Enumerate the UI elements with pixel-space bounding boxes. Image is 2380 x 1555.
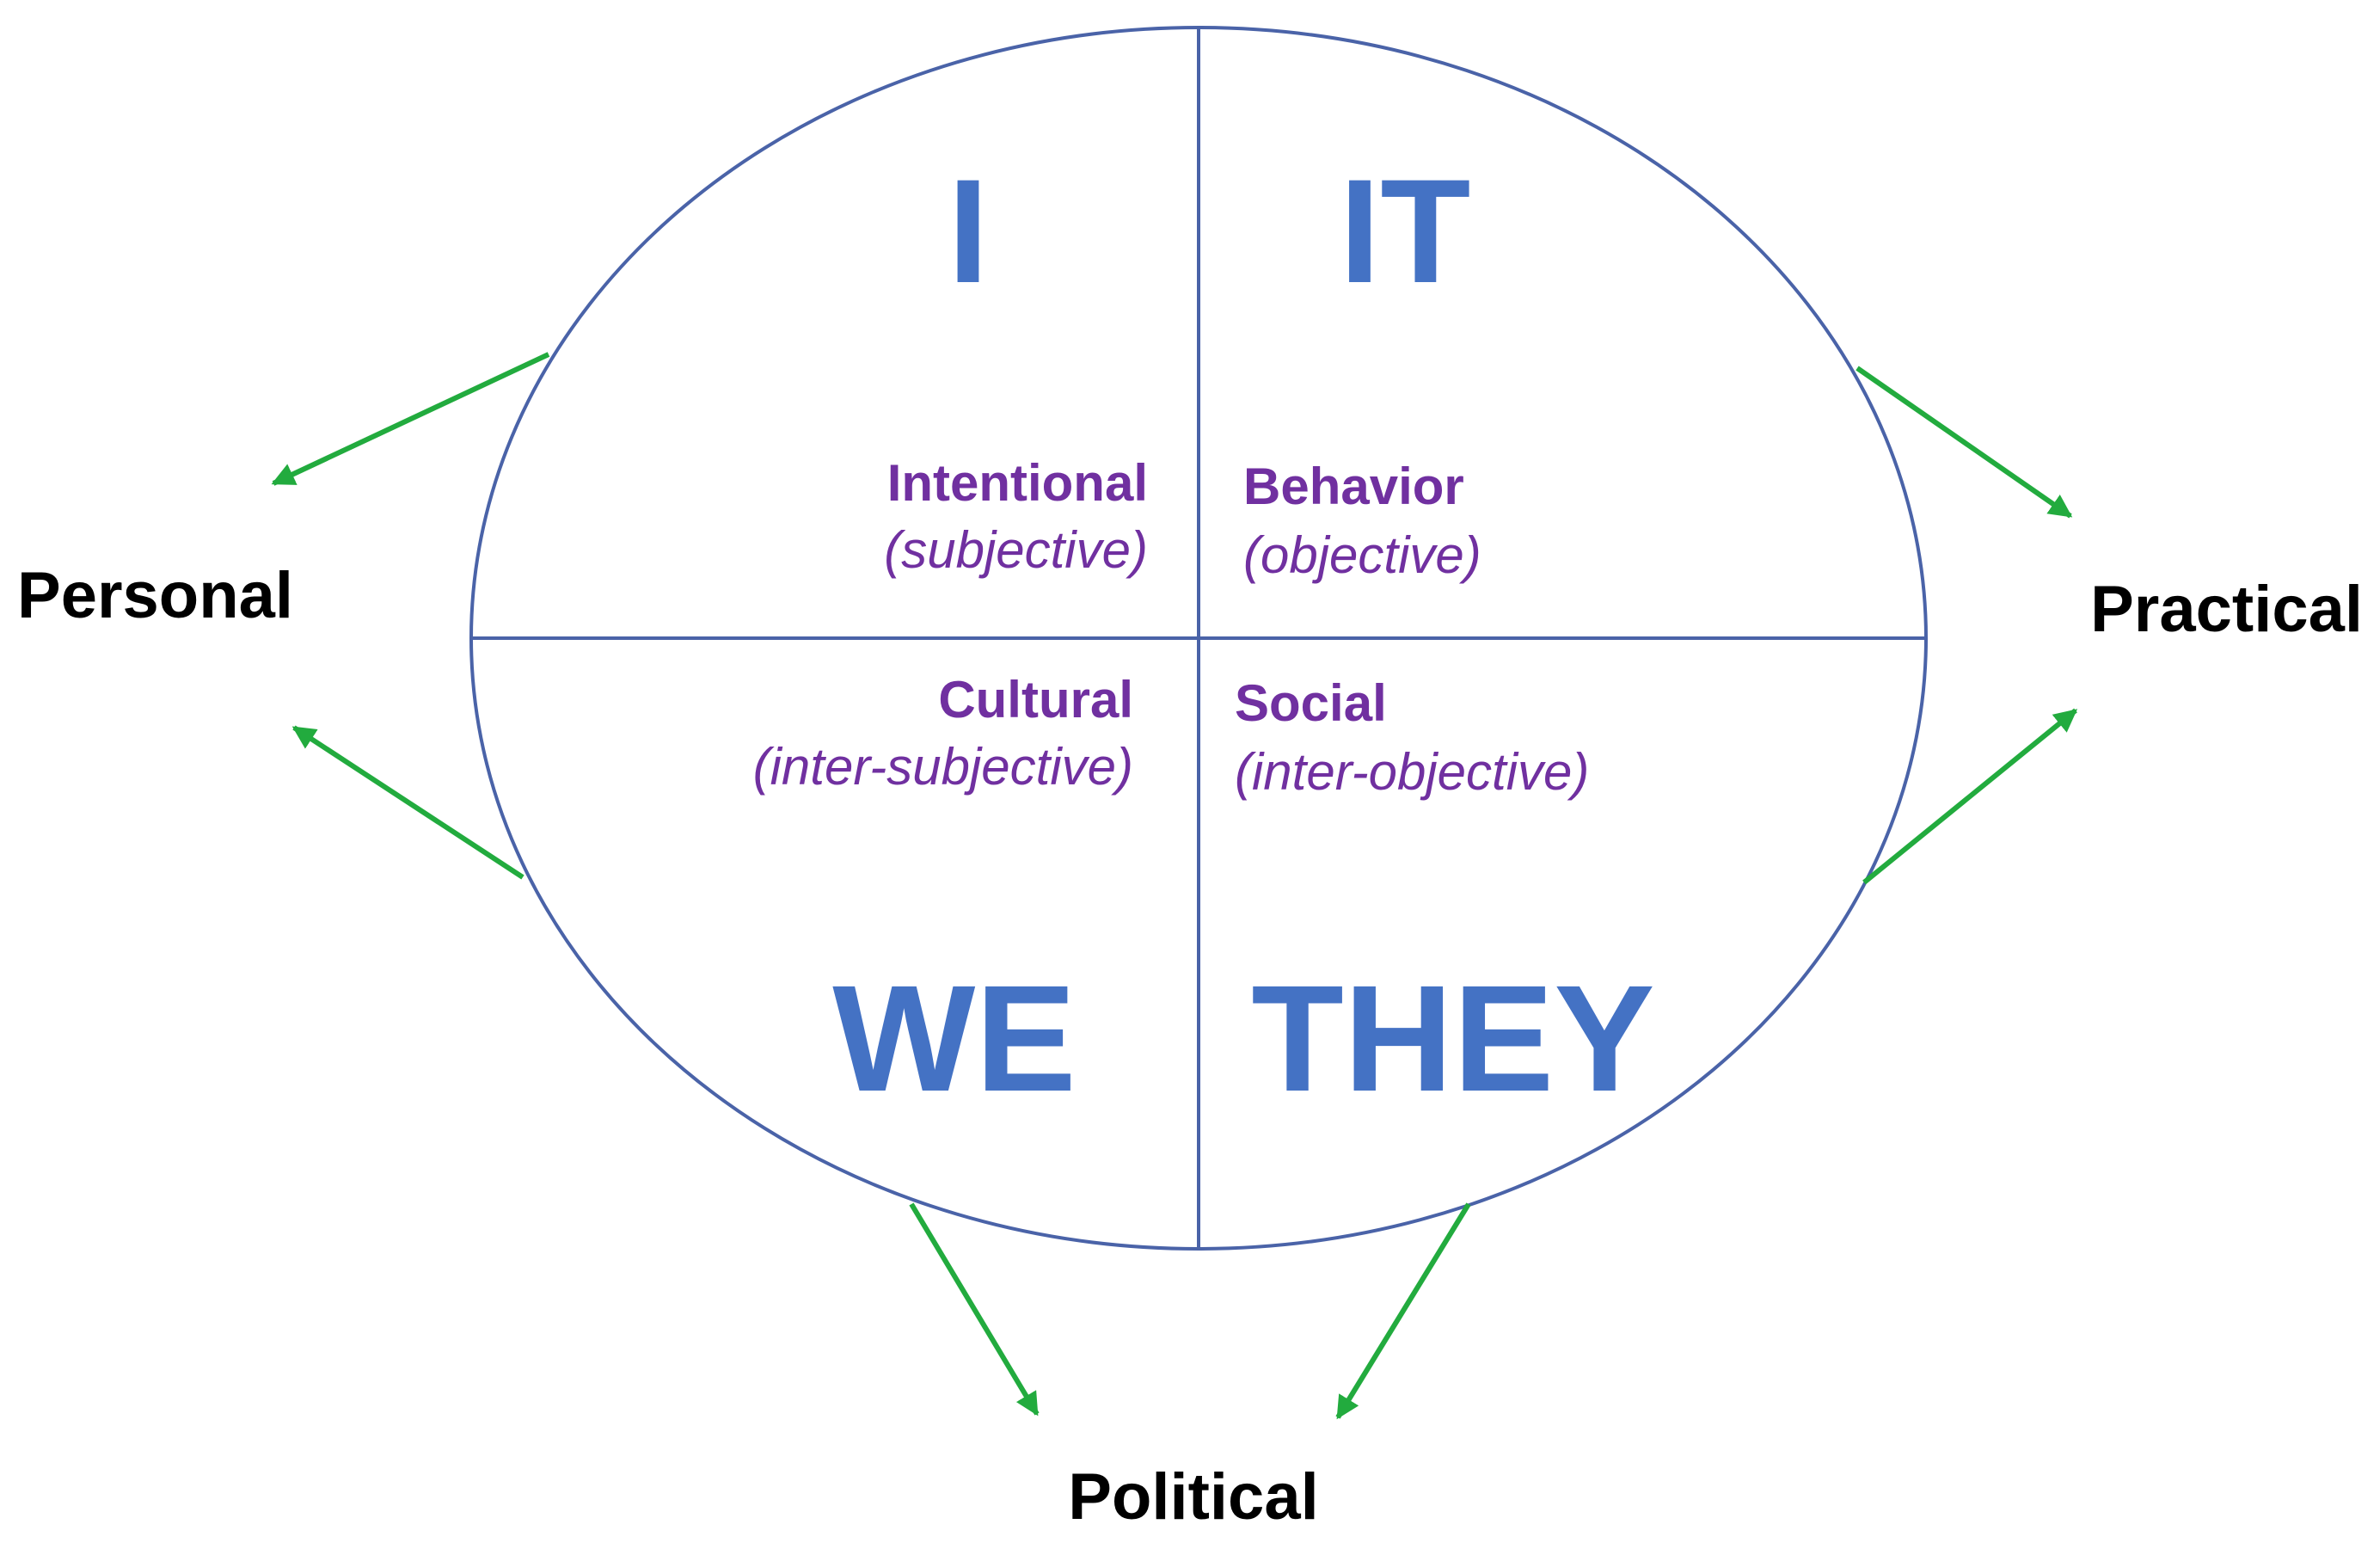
outer-label-personal: Personal — [17, 559, 293, 632]
quadrant-it-label: Behavior — [1243, 458, 1464, 515]
quadrant-they-title: THEY — [1251, 955, 1654, 1123]
quadrant-i-title: I — [948, 149, 989, 314]
quadrant-i-sublabel: (subjective) — [884, 521, 1148, 579]
arrow-practical-lower — [1862, 708, 2078, 885]
arrow-practical-upper — [1856, 366, 2073, 519]
arrow-personal-upper — [271, 352, 550, 486]
quadrant-i-label: Intentional — [887, 454, 1148, 512]
quadrant-it-title: IT — [1340, 149, 1471, 314]
quadrant-they-sublabel: (inter-objective) — [1235, 743, 1589, 801]
quadrant-it-sublabel: (objective) — [1243, 526, 1481, 584]
outer-label-practical: Practical — [2090, 573, 2363, 646]
quadrant-we-sublabel: (inter-subjective) — [753, 738, 1133, 796]
arrow-political-left — [909, 1202, 1040, 1417]
quadrant-we-title: WE — [832, 955, 1077, 1123]
quadrant-we-label: Cultural — [938, 671, 1133, 728]
arrow-political-right — [1335, 1202, 1471, 1420]
quadrant-they-label: Social — [1235, 674, 1387, 732]
outer-label-political: Political — [1068, 1460, 1318, 1533]
arrow-personal-lower — [291, 725, 524, 880]
